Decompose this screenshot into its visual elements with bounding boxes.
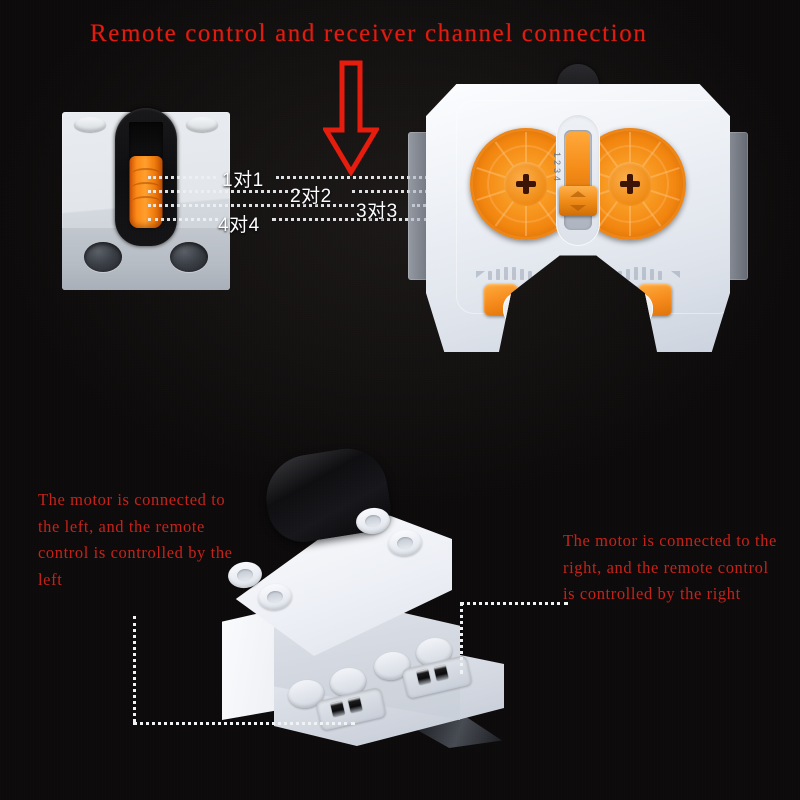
channel-line-4-b [272, 218, 428, 221]
receiver-stud-left [74, 117, 106, 132]
channel-line-4-a [148, 218, 218, 221]
remote-stud-3 [580, 298, 604, 320]
black-switch-right[interactable] [609, 286, 620, 312]
remote-stud-4 [614, 298, 638, 320]
ir-receiver-brick [62, 108, 230, 290]
slider-arrows-icon [570, 191, 586, 211]
channel-line-1-a [148, 176, 216, 179]
orange-button-left[interactable] [484, 284, 518, 316]
channel-label-3: 3对3 [356, 201, 398, 222]
rotate-cw-icon [585, 288, 601, 309]
left-connector-vertical [133, 616, 136, 722]
red-down-arrow-icon [323, 60, 379, 176]
receiver-port-left[interactable] [84, 242, 122, 272]
channel-label-4: 4对4 [218, 215, 260, 236]
motor-receiver-brick [222, 442, 522, 750]
vents-left [476, 262, 550, 280]
channel-label-2: 2对2 [290, 186, 332, 207]
channel-line-1-b [276, 176, 428, 179]
page-title: Remote control and receiver channel conn… [90, 20, 648, 47]
axle-cross-right-icon [620, 174, 640, 194]
receiver-port-right[interactable] [170, 242, 208, 272]
channel-selector-slot: 1234 [552, 114, 600, 246]
channel-selector-slider[interactable] [559, 186, 597, 216]
left-connector-horizontal [133, 722, 355, 725]
channel-selector-track [559, 130, 597, 230]
annotation-right-text: The motor is connected to the right, and… [563, 531, 777, 604]
annotation-left-text: The motor is connected to the left, and … [38, 490, 233, 590]
channel-digits: 1234 [552, 152, 562, 185]
axle-cross-left-icon [516, 174, 536, 194]
black-switch-left[interactable] [536, 286, 547, 312]
orange-button-right[interactable] [638, 284, 672, 316]
channel-selector-fill [566, 132, 590, 194]
receiver-ir-window [129, 122, 163, 158]
remote-stud-2 [546, 298, 570, 320]
channel-line-2-a [148, 190, 300, 193]
remote-bottom-plate [503, 292, 653, 326]
vents-right [606, 262, 680, 280]
ir-remote-control: 1234 [408, 64, 748, 360]
receiver-stud-right [186, 117, 218, 132]
remote-stud-1 [512, 298, 536, 320]
right-connector-horizontal [460, 602, 568, 605]
channel-line-2-b [352, 190, 428, 193]
remote-shell: 1234 [426, 84, 730, 352]
rotate-ccw-icon [555, 288, 571, 309]
channel-line-3-a [148, 204, 354, 207]
right-connector-vertical [460, 602, 463, 674]
channel-label-1: 1对1 [222, 170, 264, 191]
